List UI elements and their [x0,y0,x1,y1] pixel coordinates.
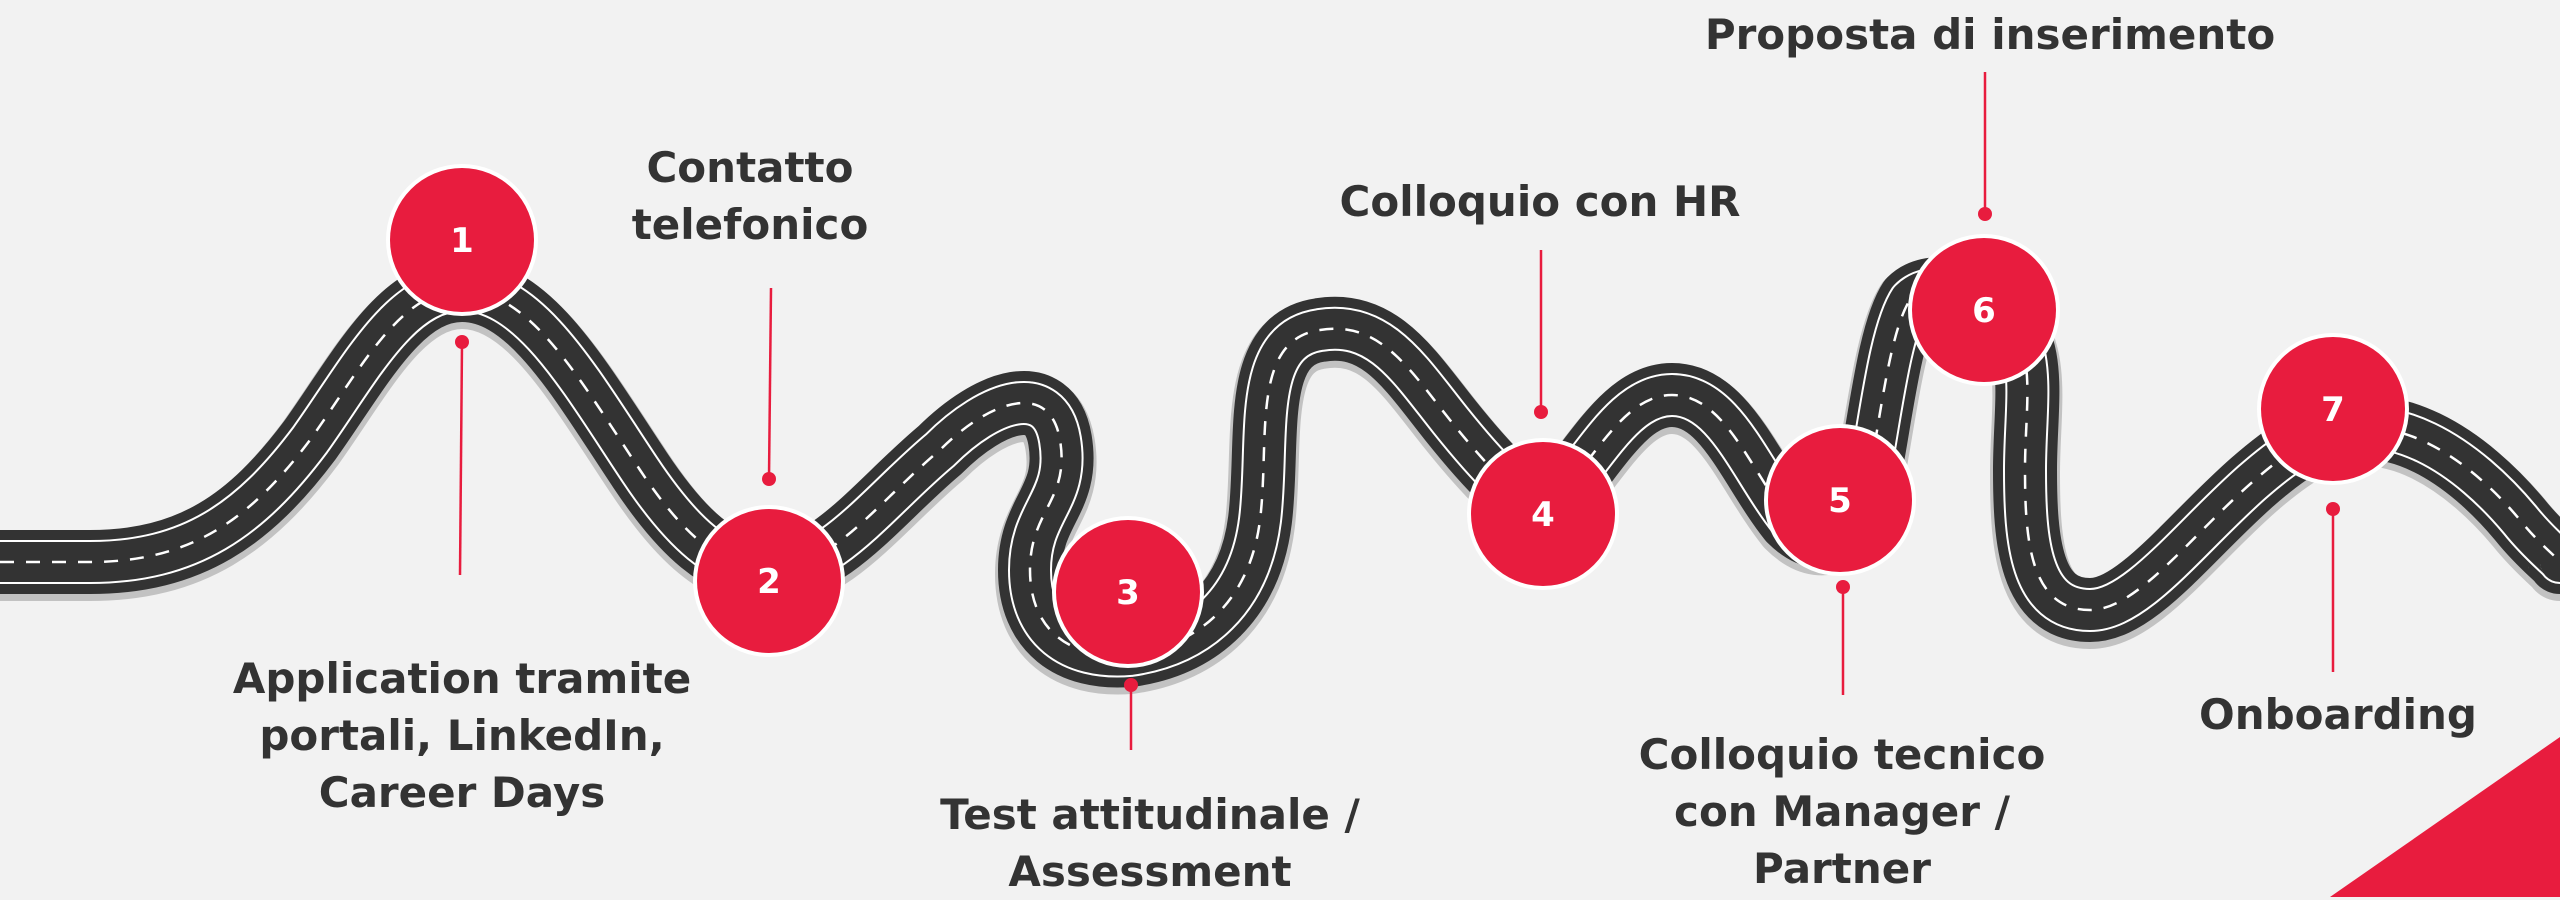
step-2-label-line-1: Contatto [646,143,854,192]
step-3-number: 3 [1116,573,1140,613]
step-7-label-line-1: Onboarding [2198,690,2477,739]
step-1-label: Application tramite portali, LinkedIn, C… [212,650,712,821]
step-6-label-line-1: Proposta di inserimento [1704,10,2276,59]
connector-step-5 [1836,580,1850,695]
connector-step-4 [1534,250,1548,419]
connector-step-7 [2326,502,2340,672]
step-1-marker: 1 [386,164,538,316]
step-3-marker: 3 [1052,516,1204,668]
connector-step-2 [762,287,776,486]
step-6-marker: 6 [1908,234,2060,386]
step-1-label-line-2: portali, LinkedIn, [259,711,665,760]
step-5-label: Colloquio tecnico con Manager / Partner [1592,726,2092,897]
corner-accent-triangle [2330,737,2560,897]
road-center-dashes [0,287,2560,657]
road [0,257,2560,695]
step-1-number: 1 [450,221,474,261]
step-2-marker: 2 [693,505,845,657]
step-1-label-line-3: Career Days [318,768,606,817]
connector-step-6 [1978,72,1992,221]
step-5-label-line-2: con Manager / [1674,787,2010,836]
step-2-label-line-2: telefonico [631,200,869,249]
step-5-marker: 5 [1764,424,1916,576]
step-3-label-line-1: Test attitudinale / [940,790,1360,839]
step-4-label-line-1: Colloquio con HR [1339,177,1741,226]
step-1-label-line-1: Application tramite [232,654,692,703]
step-3-label-line-2: Assessment [1008,847,1292,896]
step-2-label: Contatto telefonico [575,139,925,253]
step-4-marker: 4 [1467,438,1619,590]
step-2-number: 2 [757,562,781,602]
step-5-label-line-1: Colloquio tecnico [1638,730,2046,779]
connectors [455,72,2340,750]
step-4-number: 4 [1531,495,1555,535]
step-4-label: Colloquio con HR [1290,173,1790,230]
step-7-marker: 7 [2257,333,2409,485]
step-7-label: Onboarding [2138,686,2538,743]
step-6-number: 6 [1972,291,1996,331]
step-5-number: 5 [1828,481,1852,521]
step-7-number: 7 [2321,390,2345,430]
step-5-label-line-3: Partner [1753,844,1931,893]
step-3-label: Test attitudinale / Assessment [900,786,1400,900]
step-6-label: Proposta di inserimento [1640,6,2340,63]
connector-step-3 [1124,678,1138,750]
connector-step-1 [455,335,469,576]
